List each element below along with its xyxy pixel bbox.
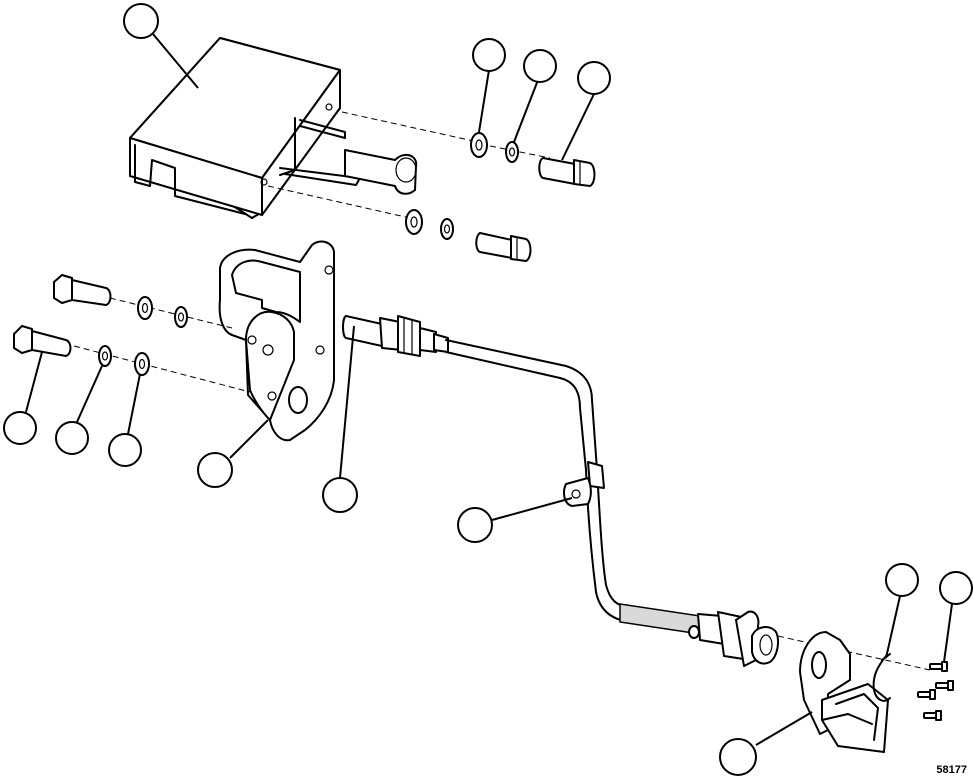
callout-c7 xyxy=(108,433,142,467)
callout-c9 xyxy=(322,477,358,513)
washer-upper-1 xyxy=(470,132,488,158)
callout-c13 xyxy=(719,738,757,776)
callout-circles xyxy=(3,3,973,776)
bolt-left-1 xyxy=(53,274,112,306)
cover-housing xyxy=(129,37,418,219)
screw-4 xyxy=(923,710,942,721)
callout-c1 xyxy=(123,3,159,39)
leader-lines xyxy=(25,33,953,746)
callout-c6 xyxy=(55,421,89,455)
callout-c2 xyxy=(472,38,506,72)
washer-left-2 xyxy=(98,345,112,367)
callout-c12 xyxy=(939,571,973,605)
cable-assembly xyxy=(342,315,779,667)
washer-upper-2 xyxy=(405,209,423,235)
bottom-bracket xyxy=(799,631,891,753)
callout-c3 xyxy=(523,49,557,83)
lock-washer-left-1 xyxy=(174,306,188,328)
screw-2 xyxy=(935,680,954,691)
callout-c11 xyxy=(885,563,919,597)
washer-left-1 xyxy=(137,296,153,320)
mounting-bracket xyxy=(218,240,335,442)
bolt-upper-2 xyxy=(475,232,532,262)
screw-3 xyxy=(917,689,936,700)
bolt-left-2 xyxy=(13,325,72,357)
lock-washer-upper-2 xyxy=(440,218,454,240)
figure-number: 58177 xyxy=(936,764,967,776)
callout-c10 xyxy=(457,507,493,543)
lock-washer-upper-1 xyxy=(505,141,519,163)
lock-washer-left-2 xyxy=(134,352,150,376)
screw-1 xyxy=(929,661,948,672)
bolt-upper-1 xyxy=(538,157,596,187)
callout-c8 xyxy=(197,452,233,488)
callout-c4 xyxy=(577,61,611,95)
callout-c5 xyxy=(3,411,37,445)
